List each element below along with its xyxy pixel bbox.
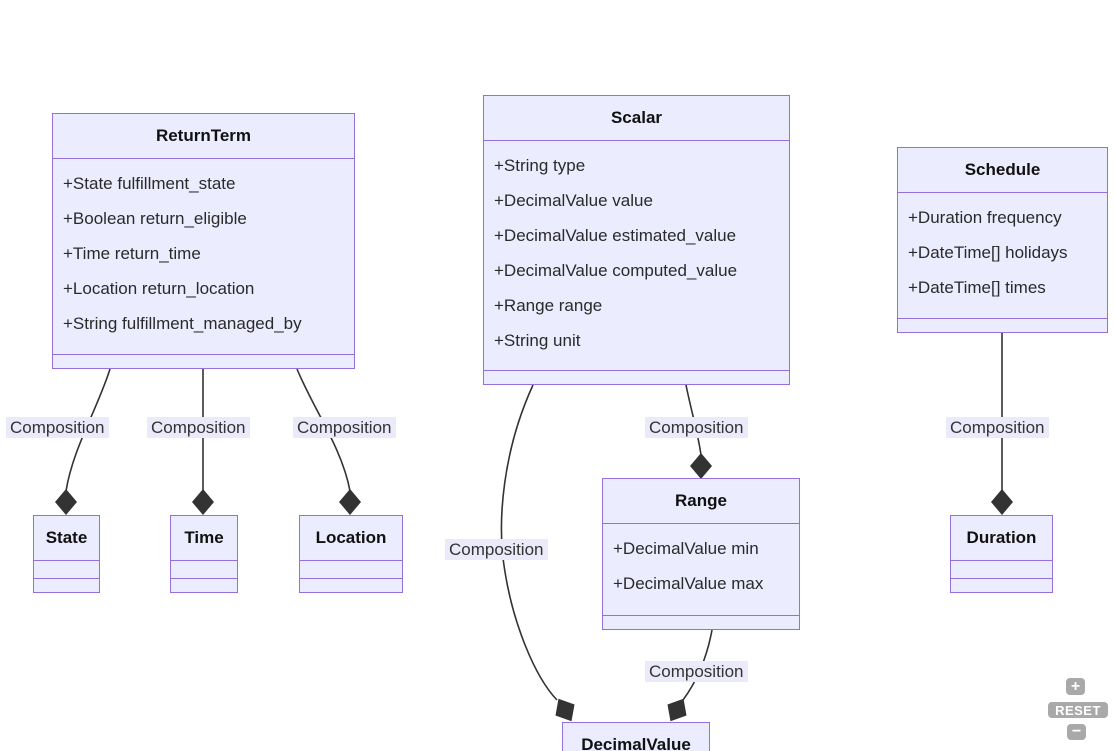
- class-attributes: +Duration frequency +DateTime[] holidays…: [898, 192, 1107, 318]
- class-attributes-empty: [300, 560, 402, 578]
- class-methods-empty: [484, 370, 789, 384]
- class-attribute: +DecimalValue computed_value: [494, 261, 738, 280]
- class-methods-empty: [898, 318, 1107, 332]
- edge-label: Composition: [946, 417, 1049, 438]
- class-node-time: Time: [170, 515, 238, 593]
- class-methods-empty: [300, 578, 402, 592]
- class-node-location: Location: [299, 515, 403, 593]
- composition-diamond: [991, 489, 1013, 515]
- class-methods-empty: [951, 578, 1052, 592]
- class-title: DecimalValue: [581, 735, 691, 751]
- class-attribute: +Range range: [494, 296, 603, 315]
- class-methods-empty: [53, 354, 354, 368]
- class-attribute: +DecimalValue estimated_value: [494, 226, 737, 245]
- edge-label: Composition: [445, 539, 548, 560]
- class-title: State: [45, 528, 88, 547]
- class-title: Time: [184, 528, 224, 547]
- class-node-scalar: Scalar +String type +DecimalValue value …: [483, 95, 790, 385]
- class-attributes-empty: [171, 560, 237, 578]
- class-methods-empty: [171, 578, 237, 592]
- class-node-state: State: [33, 515, 100, 593]
- class-title: Range: [675, 491, 727, 510]
- class-attribute: +State fulfillment_state: [63, 174, 236, 193]
- zoom-out-button[interactable]: −: [1067, 724, 1086, 740]
- class-attribute: +Location return_location: [63, 279, 255, 298]
- class-node-decimalvalue: DecimalValue: [562, 722, 710, 751]
- class-attribute: +DecimalValue value: [494, 191, 653, 210]
- class-title: Location: [315, 528, 387, 547]
- class-attributes: +State fulfillment_state +Boolean return…: [53, 158, 354, 354]
- composition-diamond: [690, 453, 712, 479]
- class-methods-empty: [34, 578, 99, 592]
- edge-label: Composition: [645, 417, 748, 438]
- class-title: Scalar: [610, 108, 663, 127]
- class-attribute: +DecimalValue min: [613, 539, 759, 558]
- composition-diamond: [55, 489, 77, 515]
- class-attributes: +String type +DecimalValue value +Decima…: [484, 140, 789, 370]
- class-node-schedule: Schedule +Duration frequency +DateTime[]…: [897, 147, 1108, 333]
- class-attribute: +Time return_time: [63, 244, 201, 263]
- edge-label: Composition: [645, 661, 748, 682]
- class-title: Schedule: [964, 160, 1041, 179]
- class-title: Duration: [966, 528, 1037, 547]
- class-node-duration: Duration: [950, 515, 1053, 593]
- class-attribute: +DecimalValue max: [613, 574, 764, 593]
- edge-label: Composition: [6, 417, 109, 438]
- class-attribute: +DateTime[] times: [908, 278, 1046, 297]
- class-attribute: +Duration frequency: [908, 208, 1062, 227]
- class-methods-empty: [603, 615, 799, 629]
- edge-label: Composition: [293, 417, 396, 438]
- reset-button[interactable]: RESET: [1048, 702, 1108, 718]
- class-attribute: +Boolean return_eligible: [63, 209, 247, 228]
- composition-diamond: [667, 698, 687, 722]
- class-attributes-empty: [951, 560, 1052, 578]
- edge-scalar-decimalvalue: [500, 384, 558, 701]
- class-node-returnterm: ReturnTerm +State fulfillment_state +Boo…: [52, 113, 355, 369]
- zoom-in-button[interactable]: +: [1066, 678, 1085, 695]
- class-attribute: +String type: [494, 156, 586, 175]
- class-attributes: +DecimalValue min +DecimalValue max: [603, 523, 799, 615]
- class-node-range: Range +DecimalValue min +DecimalValue ma…: [602, 478, 800, 630]
- class-attribute: +DateTime[] holidays: [908, 243, 1068, 262]
- class-attribute: +String unit: [494, 331, 581, 350]
- edge-label: Composition: [147, 417, 250, 438]
- composition-diamond: [192, 489, 214, 515]
- composition-diamond: [339, 489, 361, 515]
- class-attributes-empty: [34, 560, 99, 578]
- class-attribute: +String fulfillment_managed_by: [63, 314, 302, 333]
- class-title: ReturnTerm: [155, 126, 252, 145]
- composition-diamond: [555, 698, 575, 722]
